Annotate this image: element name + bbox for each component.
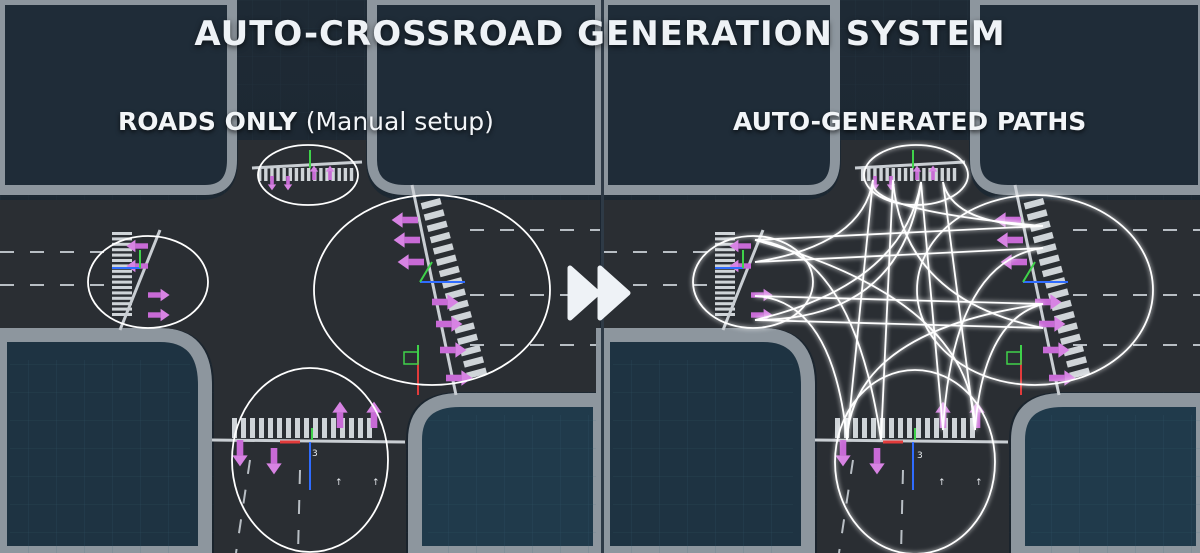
lane-number-right: 3 — [917, 451, 923, 461]
auto-generated-path-network — [692, 144, 1154, 553]
left-panel: 3 — [0, 0, 600, 553]
page-title: AUTO-CROSSROAD GENERATION SYSTEM — [194, 14, 1006, 54]
right-panel-label: AUTO-GENERATED PATHS — [733, 107, 1087, 136]
left-panel-label: ROADS ONLY (Manual setup) — [118, 107, 494, 136]
left-panel-subtitle: (Manual setup) — [305, 107, 494, 136]
right-panel: 3 — [603, 0, 1200, 553]
lane-number-left: 3 — [312, 449, 318, 459]
manual-selection-circles — [87, 144, 551, 553]
left-panel-title: ROADS ONLY — [118, 107, 297, 136]
fast-forward-icon — [567, 265, 631, 321]
